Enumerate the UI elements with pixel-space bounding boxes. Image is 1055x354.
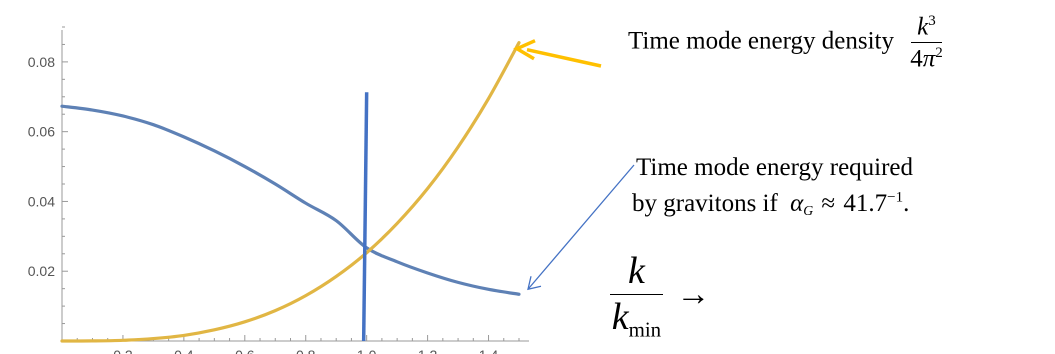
- chart-axes: 0.2 0.4 0.6 0.8 1.0 1.2 1.4 0.02 0.04 0.06 0.08: [28, 26, 529, 354]
- x-tick-label: 1.4: [479, 347, 499, 354]
- x-tick-label: 0.2: [113, 347, 133, 354]
- x-tick-label: 0.8: [296, 347, 316, 354]
- annotation-energy-density-text: Time mode energy density: [628, 27, 894, 55]
- chart-series-group: [60, 41, 521, 343]
- annotation-energy-density: Time mode energy density k3 4π2: [628, 14, 943, 72]
- x-tick-label: 1.0: [357, 347, 377, 354]
- energy-density-denominator: 4π2: [910, 45, 943, 73]
- x-axis-label-fraction: k kmin: [610, 252, 663, 340]
- x-axis-label-numerator: k: [610, 252, 663, 295]
- series-line-2: [60, 41, 521, 343]
- y-tick-label: 0.06: [28, 124, 55, 140]
- annotation-graviton-energy: Time mode energy required by gravitons i…: [632, 150, 914, 223]
- x-tick-label: 0.4: [174, 347, 194, 354]
- energy-density-numerator: k3: [911, 14, 942, 44]
- x-tick-label: 1.2: [418, 347, 438, 354]
- energy-density-fraction: k3 4π2: [910, 14, 943, 72]
- y-tick-label: 0.02: [28, 263, 55, 279]
- x-axis-label-denominator: kmin: [611, 296, 662, 342]
- annotation-graviton-line1: Time mode energy required: [636, 154, 914, 181]
- annotation-arrows: [513, 39, 635, 291]
- series-line-1: [60, 104, 521, 296]
- graviton-arrow-head: [527, 276, 542, 291]
- energy-density-arrow-head: [513, 39, 536, 61]
- x-axis-label-arrow: →: [676, 275, 711, 313]
- x-tick-label: 0.6: [235, 347, 255, 354]
- energy-density-arrow-shaft: [526, 47, 602, 68]
- vertical-marker-line: [361, 92, 369, 342]
- x-axis-label: k kmin →: [610, 252, 710, 340]
- annotation-graviton-line2: by gravitons if αG ≈ 41.7−1.: [632, 189, 910, 219]
- y-tick-label: 0.04: [28, 193, 55, 209]
- graviton-arrow-shaft: [527, 164, 635, 290]
- y-tick-label: 0.08: [28, 54, 55, 70]
- chart-marker-group: [361, 92, 369, 342]
